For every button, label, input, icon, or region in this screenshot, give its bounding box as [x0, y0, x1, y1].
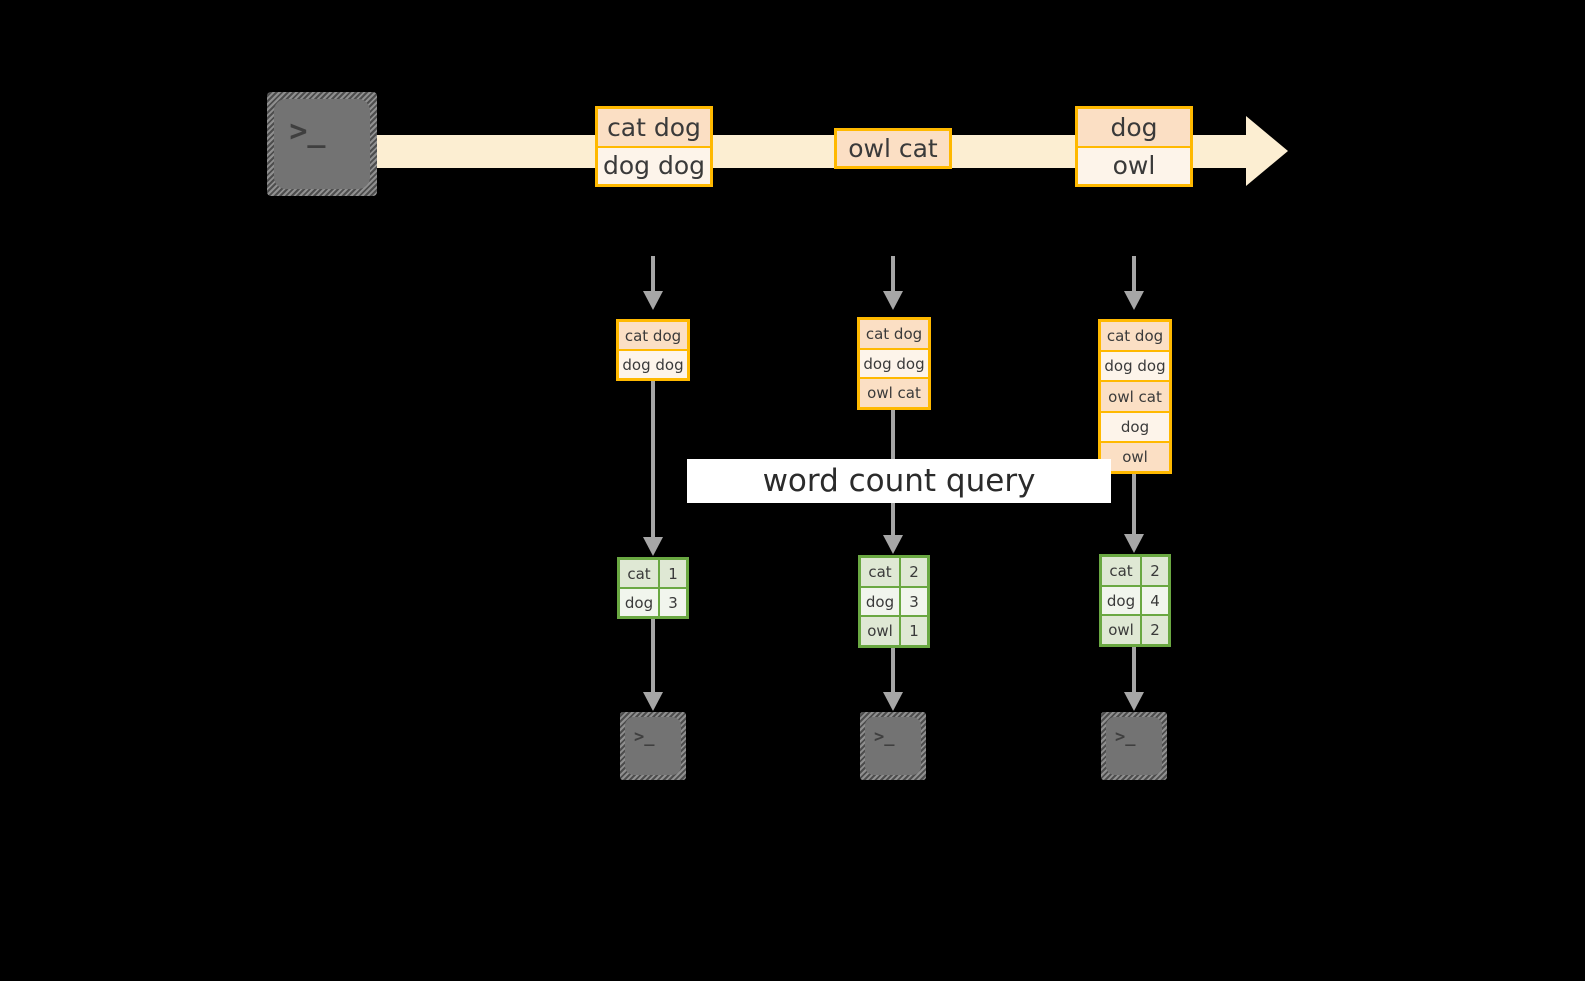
- stream-batch-3-line-2: owl: [1078, 145, 1190, 184]
- column-3-result-word: cat: [1109, 561, 1133, 580]
- table-row: owl 1: [861, 615, 927, 646]
- stream-arrow-head: [1246, 116, 1288, 186]
- column-3-input-row: owl: [1101, 440, 1169, 472]
- terminal-face: >_: [865, 717, 921, 775]
- column-2-result-word: owl: [867, 622, 893, 641]
- column-1-query-arrowhead: [643, 537, 663, 556]
- column-2-input-row: owl cat: [860, 377, 928, 408]
- column-3-result-word: owl: [1108, 621, 1134, 640]
- table-row: dog 4: [1102, 584, 1168, 615]
- column-1-dashed-connector: [651, 256, 655, 294]
- column-3-dashed-connector: [1132, 256, 1136, 294]
- stream-batch-2[interactable]: owl cat: [834, 128, 952, 169]
- column-1-input-table[interactable]: cat dog dog dog: [616, 319, 690, 381]
- column-1-sink-terminal-icon[interactable]: >_: [620, 712, 686, 780]
- column-1-query-connector: [651, 381, 655, 546]
- column-3-dashed-arrowhead: [1124, 291, 1144, 310]
- column-1-result-word: cat: [627, 564, 651, 583]
- column-1-input-row: dog dog: [619, 349, 687, 378]
- column-3-query-connector: [1132, 474, 1136, 543]
- column-2-result-count: 1: [899, 617, 927, 646]
- column-2-sink-arrowhead: [883, 692, 903, 711]
- stream-batch-3[interactable]: dog owl: [1075, 106, 1193, 187]
- column-3-sink-connector: [1132, 647, 1136, 699]
- column-1-sink-connector: [651, 619, 655, 699]
- column-1-result-count: 1: [658, 560, 686, 587]
- column-3-input-row: dog dog: [1101, 350, 1169, 381]
- column-2-result-word: cat: [868, 562, 892, 581]
- column-1-result-table[interactable]: cat 1 dog 3: [617, 557, 689, 619]
- column-3-result-count: 2: [1140, 557, 1168, 585]
- table-row: dog 3: [620, 587, 686, 616]
- column-3-input-table[interactable]: cat dog dog dog owl cat dog owl: [1098, 319, 1172, 474]
- stream-batch-1-line-1: cat dog: [598, 109, 710, 146]
- column-2-input-table[interactable]: cat dog dog dog owl cat: [857, 317, 931, 410]
- column-1-dashed-arrowhead: [643, 291, 663, 310]
- column-2-sink-connector: [891, 648, 895, 699]
- column-3-result-table[interactable]: cat 2 dog 4 owl 2: [1099, 554, 1171, 647]
- column-3-result-count: 4: [1140, 586, 1168, 615]
- column-2-input-row: dog dog: [860, 347, 928, 378]
- column-3-query-arrowhead: [1124, 534, 1144, 553]
- stream-batch-1[interactable]: cat dog dog dog: [595, 106, 713, 187]
- query-label: word count query: [687, 459, 1111, 503]
- column-1-result-count: 3: [658, 589, 686, 616]
- terminal-face: >_: [625, 717, 681, 775]
- column-1-input-row: cat dog: [619, 322, 687, 349]
- source-terminal-icon[interactable]: >_: [267, 92, 377, 196]
- terminal-face: >_: [274, 99, 370, 189]
- column-3-input-row: cat dog: [1101, 322, 1169, 351]
- column-2-input-row: cat dog: [860, 320, 928, 348]
- table-row: dog 3: [861, 585, 927, 616]
- stream-batch-1-line-2: dog dog: [598, 145, 710, 184]
- column-2-dashed-arrowhead: [883, 291, 903, 310]
- column-2-dashed-connector: [891, 256, 895, 294]
- column-3-result-word: dog: [1106, 591, 1136, 610]
- column-3-sink-arrowhead: [1124, 692, 1144, 711]
- column-2-query-arrowhead: [883, 535, 903, 554]
- terminal-prompt-glyph: >_: [289, 114, 326, 149]
- terminal-prompt-glyph: >_: [1114, 726, 1136, 747]
- column-2-sink-terminal-icon[interactable]: >_: [860, 712, 926, 780]
- column-2-result-count: 2: [899, 558, 927, 586]
- table-row: cat 2: [1102, 557, 1168, 585]
- column-3-input-row: dog: [1101, 410, 1169, 441]
- column-1-sink-arrowhead: [643, 692, 663, 711]
- terminal-prompt-glyph: >_: [873, 726, 895, 747]
- column-3-sink-terminal-icon[interactable]: >_: [1101, 712, 1167, 780]
- table-row: cat 1: [620, 560, 686, 587]
- column-1-result-word: dog: [624, 593, 654, 612]
- table-row: cat 2: [861, 558, 927, 586]
- column-2-result-count: 3: [899, 587, 927, 616]
- stream-batch-2-line-1: owl cat: [837, 131, 949, 166]
- table-row: owl 2: [1102, 614, 1168, 645]
- column-2-result-table[interactable]: cat 2 dog 3 owl 1: [858, 555, 930, 648]
- column-3-input-row: owl cat: [1101, 380, 1169, 411]
- terminal-face: >_: [1106, 717, 1162, 775]
- stream-batch-3-line-1: dog: [1078, 109, 1190, 146]
- column-2-result-word: dog: [865, 592, 895, 611]
- column-3-result-count: 2: [1140, 616, 1168, 645]
- terminal-prompt-glyph: >_: [633, 726, 655, 747]
